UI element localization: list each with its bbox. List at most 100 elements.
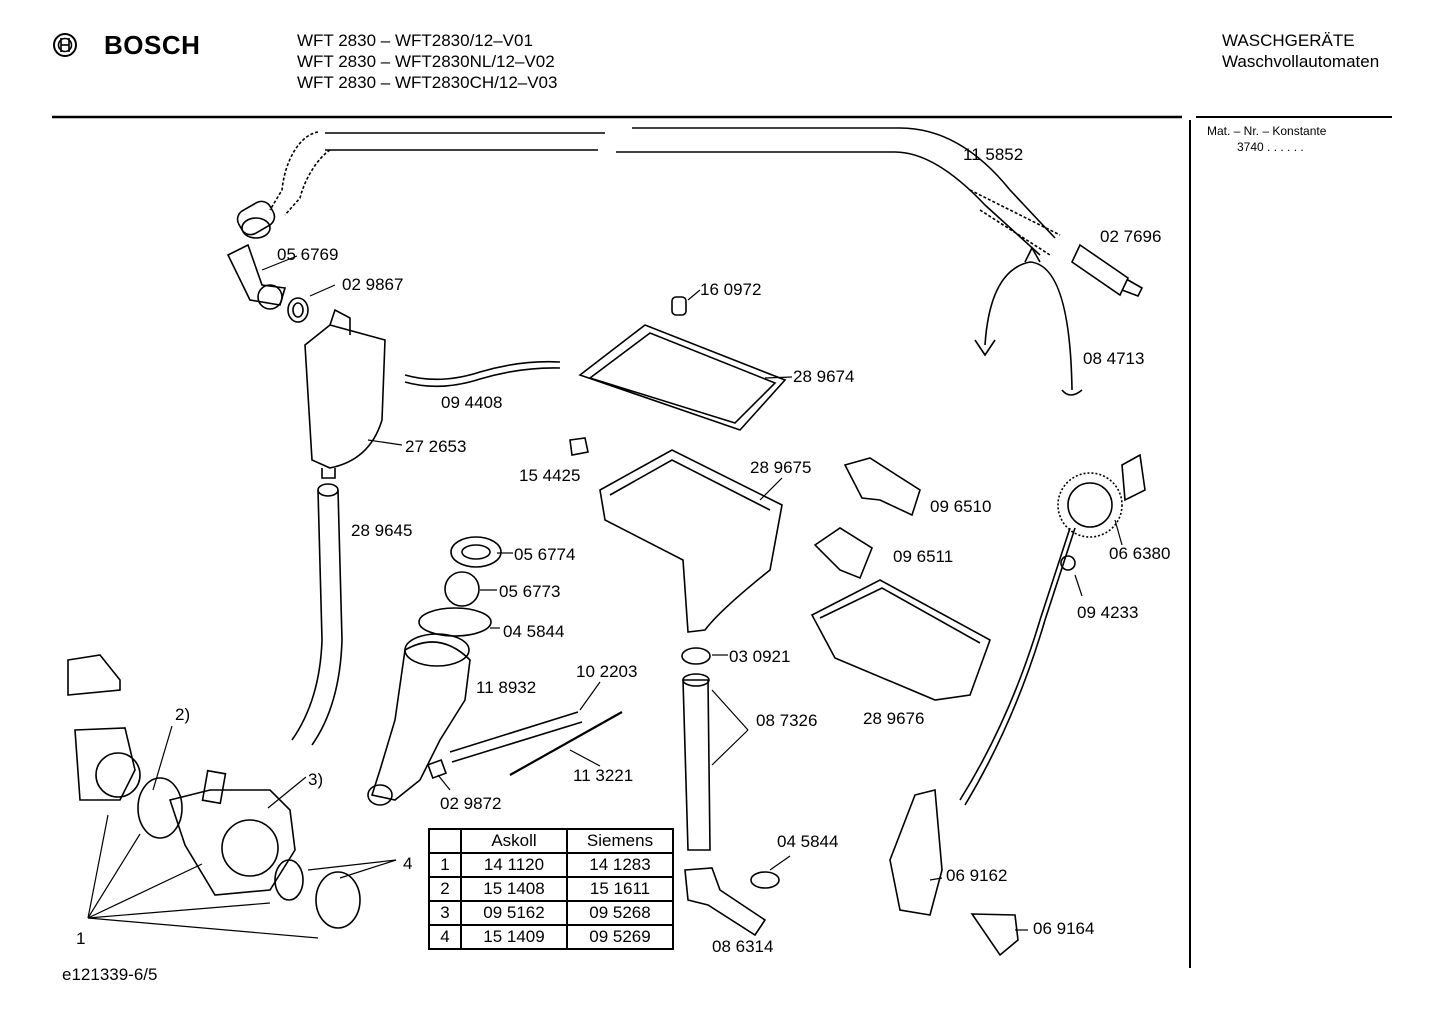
vertical-drain-pipe xyxy=(682,679,711,851)
part-label: 28 9675 xyxy=(750,458,812,477)
model-line: WFT 2830 – WFT2830/12–V01 xyxy=(297,31,533,50)
part-label: 11 5852 xyxy=(963,145,1024,164)
bracket xyxy=(889,788,943,916)
table-cell: 15 1611 xyxy=(566,876,674,902)
drain-filter xyxy=(315,871,361,929)
part-label: 06 6380 xyxy=(1109,544,1171,563)
part-label: 02 9872 xyxy=(440,794,502,813)
part-label: 08 7326 xyxy=(756,711,818,730)
part-label: 09 4233 xyxy=(1077,603,1139,622)
category-block: WASCHGERÄTE Waschvollautomaten xyxy=(1222,30,1379,72)
vertical-hose xyxy=(291,489,343,746)
category-title: WASCHGERÄTE xyxy=(1222,31,1355,50)
part-label: 1 xyxy=(76,929,86,948)
part-label: 06 9164 xyxy=(1033,919,1095,938)
bellows-seal xyxy=(450,536,502,568)
part-label: 10 2203 xyxy=(576,662,638,681)
document-id: e121339-6/5 xyxy=(62,965,158,984)
table-header-row: Askoll Siemens xyxy=(428,828,674,854)
rod xyxy=(509,711,623,776)
part-label: 09 6510 xyxy=(930,497,992,516)
pump-seal-ring xyxy=(137,777,183,839)
pressure-hose xyxy=(959,527,1076,806)
part-label: 08 4713 xyxy=(1083,349,1145,368)
model-line: WFT 2830 – WFT2830CH/12–V03 xyxy=(297,73,558,92)
part-label: 06 9162 xyxy=(946,866,1008,885)
part-label: 09 6511 xyxy=(893,547,954,566)
part-label: 2) xyxy=(175,705,191,724)
seal-ring xyxy=(287,297,309,323)
table-row: 4 15 1409 09 5269 xyxy=(428,924,674,950)
dispenser-cover xyxy=(578,324,787,431)
hose-clip xyxy=(974,261,1083,396)
part-label: 28 9676 xyxy=(863,709,925,728)
part-label: 4 xyxy=(403,854,413,873)
table-cell: 15 1409 xyxy=(460,924,568,950)
plug xyxy=(569,437,589,456)
part-label: 3) xyxy=(308,770,324,789)
table-cell: 14 1283 xyxy=(566,852,674,878)
filter-seal-ring xyxy=(274,859,304,901)
table-row: 2 15 1408 15 1611 xyxy=(428,876,674,902)
hose-clamp-ring xyxy=(418,607,492,637)
material-constant: Mat. – Nr. – Konstante 3740 . . . . . . xyxy=(1207,123,1326,155)
part-label: 04 5844 xyxy=(503,622,565,641)
table-header-cell: Askoll xyxy=(460,828,568,854)
pipe-seal xyxy=(681,647,711,665)
detergent-drawer xyxy=(810,579,991,701)
table-cell: 14 1120 xyxy=(460,852,568,878)
end-cap xyxy=(1070,243,1144,298)
table-cell: 2 xyxy=(428,876,462,902)
part-label: 09 4408 xyxy=(441,393,503,412)
pump-motor xyxy=(74,727,136,801)
material-constant-value: 3740 . . . . . . xyxy=(1237,140,1304,154)
part-label: 02 9867 xyxy=(342,275,404,294)
part-label: 08 6314 xyxy=(712,937,774,956)
pump-cover xyxy=(67,654,121,696)
detergent-tray-housing xyxy=(599,449,783,633)
short-hose xyxy=(449,711,583,763)
model-line: WFT 2830 – WFT2830NL/12–V02 xyxy=(297,52,555,71)
table-header-cell xyxy=(428,828,462,854)
clip-part xyxy=(970,913,1019,957)
siphon-insert xyxy=(813,527,873,580)
part-label: 11 3221 xyxy=(573,766,634,785)
nozzle xyxy=(671,296,687,316)
pressure-switch xyxy=(1057,472,1123,538)
part-label: 28 9645 xyxy=(351,521,413,540)
pump-housing xyxy=(168,789,296,896)
small-hose xyxy=(404,360,561,388)
drain-elbow xyxy=(684,867,767,937)
part-label: 05 6774 xyxy=(514,545,576,564)
table-cell: 09 5268 xyxy=(566,900,674,926)
hose-coupling xyxy=(236,200,276,236)
bosch-logo-icon xyxy=(53,33,77,57)
elbow-fitting xyxy=(226,243,287,306)
part-label: 03 0921 xyxy=(729,647,791,666)
table-row: 1 14 1120 14 1283 xyxy=(428,852,674,878)
material-constant-label: Mat. – Nr. – Konstante xyxy=(1207,124,1327,138)
table-cell: 4 xyxy=(428,924,462,950)
table-cell: 09 5269 xyxy=(566,924,674,950)
part-label: 05 6769 xyxy=(277,245,339,264)
part-label: 15 4425 xyxy=(519,466,581,485)
table-cell: 1 xyxy=(428,852,462,878)
part-label: 16 0972 xyxy=(700,280,762,299)
part-label: 28 9674 xyxy=(793,367,855,386)
inlet-hose xyxy=(325,127,1056,256)
table-cell: 3 xyxy=(428,900,462,926)
hose-corrugated-right xyxy=(969,189,1061,256)
siphon-cap xyxy=(843,457,921,517)
table-cell: 09 5162 xyxy=(460,900,568,926)
variant-table: Askoll Siemens 1 14 1120 14 1283 2 15 14… xyxy=(428,828,674,950)
table-row: 3 09 5162 09 5268 xyxy=(428,900,674,926)
part-label: 05 6773 xyxy=(499,582,561,601)
part-label: 11 8932 xyxy=(476,678,537,697)
bellows-hose xyxy=(370,641,471,801)
float-ball xyxy=(444,571,480,607)
category-subtitle: Waschvollautomaten xyxy=(1222,52,1380,71)
table-cell: 15 1408 xyxy=(460,876,568,902)
air-trap-vessel xyxy=(304,324,386,469)
part-label: 27 2653 xyxy=(405,437,467,456)
